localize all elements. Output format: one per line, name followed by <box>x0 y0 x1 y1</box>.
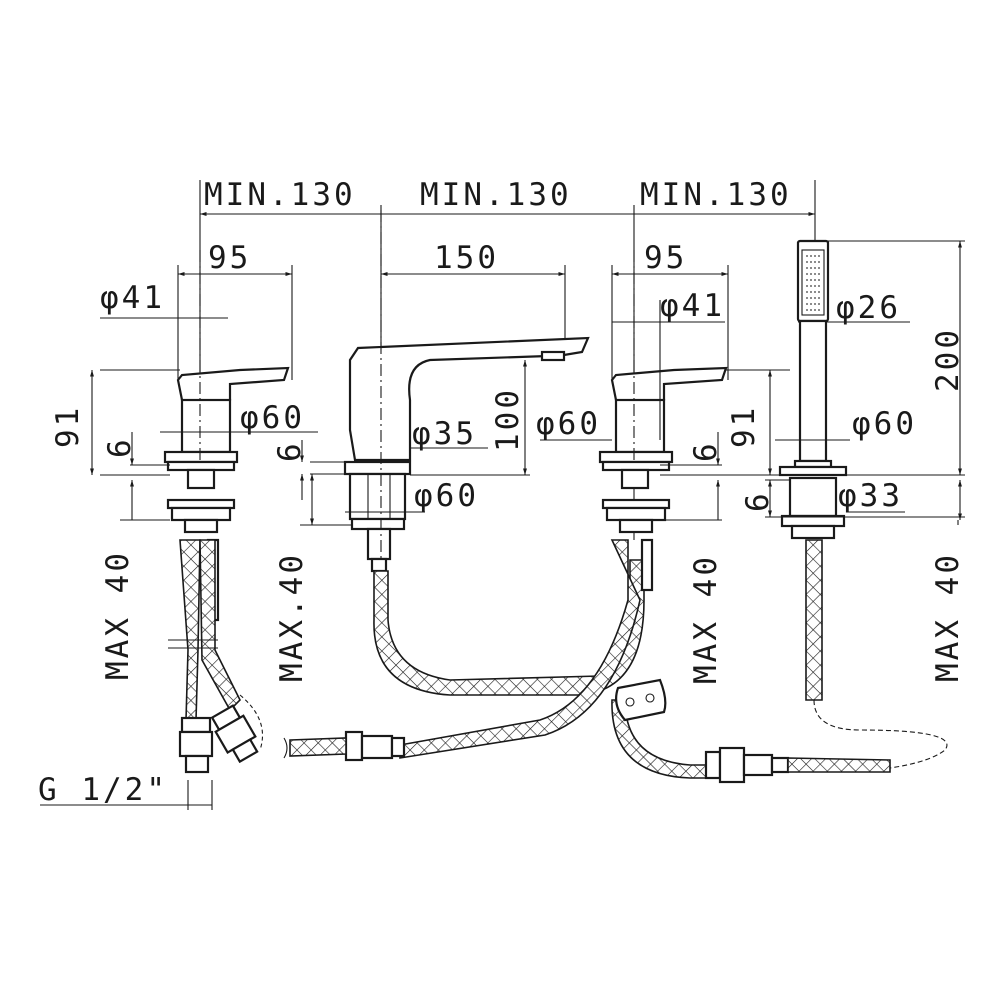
label-6-left: 6 <box>102 436 138 458</box>
label-d60-right: φ60 <box>536 406 601 442</box>
right-valve <box>540 250 965 592</box>
label-d60-center: φ60 <box>414 478 479 514</box>
label-d33: φ33 <box>838 478 903 514</box>
label-d35: φ35 <box>412 416 477 452</box>
label-91-right: 91 <box>726 405 762 448</box>
label-95-right: 95 <box>644 240 687 276</box>
right-valve-hose <box>283 539 790 784</box>
label-95-left: 95 <box>208 240 251 276</box>
label-d60-shower: φ60 <box>852 406 917 442</box>
dimension-labels: MIN.130 MIN.130 MIN.130 95 150 95 φ41 φ4… <box>38 177 966 808</box>
label-91-left: 91 <box>50 405 86 448</box>
label-6-center: 6 <box>272 440 308 462</box>
label-max40-right: MAX 40 <box>688 554 724 684</box>
label-d60-left: φ60 <box>240 400 305 436</box>
label-d26: φ26 <box>836 290 901 326</box>
label-min130-left: MIN.130 <box>204 177 356 213</box>
label-6-shower: 6 <box>740 490 776 512</box>
label-6-right: 6 <box>688 440 724 462</box>
label-200: 200 <box>930 327 966 392</box>
label-d41-left: φ41 <box>100 280 165 316</box>
label-max40-left: MAX 40 <box>100 550 136 680</box>
label-max40-center: MAX.40 <box>274 552 310 682</box>
label-thread-g12: G 1/2" <box>38 772 168 808</box>
label-150: 150 <box>434 240 499 276</box>
label-d41-right: φ41 <box>660 288 725 324</box>
hand-shower <box>765 239 965 773</box>
label-min130-center: MIN.130 <box>420 177 572 213</box>
label-max40-far: MAX 40 <box>930 552 966 682</box>
label-min130-right: MIN.130 <box>640 177 792 213</box>
center-spout <box>300 210 590 573</box>
label-100: 100 <box>490 387 526 452</box>
left-valve-hoses <box>40 539 264 810</box>
